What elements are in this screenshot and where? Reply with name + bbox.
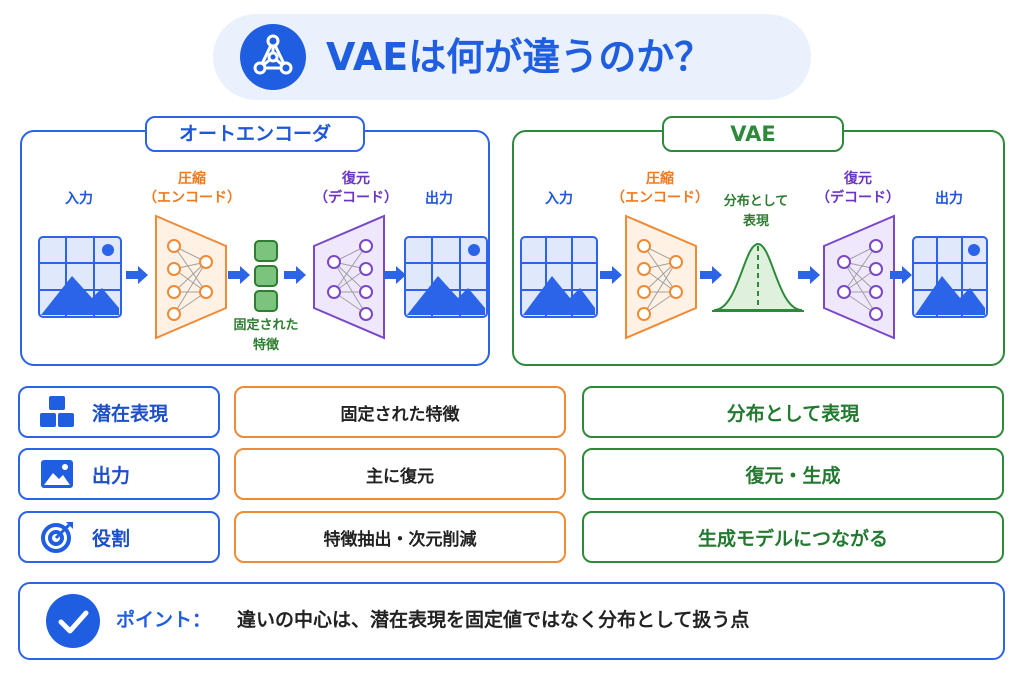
row-label-output: 出力 (18, 448, 220, 500)
arrow-right-icon (384, 266, 406, 284)
vae-role-cell: 生成モデルにつながる (582, 511, 1004, 563)
ae-encoder-network-icon (154, 214, 228, 340)
ae-input-image-icon (38, 236, 122, 318)
point-text: 違いの中心は、潜在表現を固定値ではなく分布として扱う点 (237, 609, 750, 631)
vae-encoder-network-icon (624, 214, 698, 340)
page-title: VAEは何が違うのか？ (326, 35, 713, 79)
vae-latent-label-1: 分布として (723, 194, 789, 209)
checkmark-icon (46, 594, 100, 648)
ae-role-cell: 特徴抽出・次元削減 (234, 511, 566, 563)
arrow-right-icon (284, 266, 306, 284)
vae-decoder-network-icon (822, 214, 896, 340)
ae-encoder-sub: （エンコード） (143, 190, 241, 206)
arrow-right-icon (890, 266, 912, 284)
vae-input-image-icon (520, 236, 598, 318)
vae-output-image-icon (912, 236, 988, 318)
ae-encoder-label: 圧縮 (178, 171, 206, 187)
cubes-icon (38, 395, 76, 429)
ae-decoder-sub: （デコード） (314, 190, 398, 206)
row-label-text: 出力 (92, 464, 131, 487)
vae-output-cell: 復元・生成 (582, 448, 1004, 500)
point-box (18, 582, 1005, 660)
arrow-right-icon (228, 266, 250, 284)
ae-output-label: 出力 (425, 191, 453, 207)
gaussian-distribution-icon (710, 240, 806, 316)
ae-input-label: 入力 (65, 191, 93, 207)
autoencoder-label: オートエンコーダ (145, 116, 365, 152)
ae-output-image-icon (404, 236, 488, 318)
ae-latent-cell: 固定された特徴 (234, 386, 566, 438)
network-icon (240, 24, 306, 90)
image-icon (38, 457, 76, 491)
vae-decoder-sub: （デコード） (816, 190, 900, 206)
row-label-text: 役割 (92, 527, 131, 550)
vae-encoder-sub: （エンコード） (611, 190, 709, 206)
arrow-right-icon (700, 266, 722, 284)
vae-latent-cell: 分布として表現 (582, 386, 1004, 438)
point-label: ポイント： (116, 609, 212, 631)
ae-output-cell: 主に復元 (234, 448, 566, 500)
arrow-right-icon (126, 266, 148, 284)
row-label-role: 役割 (18, 511, 220, 563)
target-icon (38, 520, 76, 554)
arrow-right-icon (798, 266, 820, 284)
vae-output-label: 出力 (935, 191, 963, 207)
vae-encoder-label: 圧縮 (646, 171, 674, 187)
row-label-latent: 潜在表現 (18, 386, 220, 438)
ae-latent-label-1: 固定された (233, 318, 299, 333)
ae-latent-label-2: 特徴 (252, 338, 279, 353)
row-label-text: 潜在表現 (92, 402, 169, 425)
vae-decoder-label: 復元 (844, 171, 872, 187)
title-banner (213, 14, 811, 100)
ae-latent-vector-icon (254, 240, 278, 312)
vae-latent-label-2: 表現 (742, 214, 769, 229)
vae-label: VAE (662, 116, 844, 152)
ae-decoder-network-icon (312, 214, 386, 340)
ae-decoder-label: 復元 (342, 171, 370, 187)
arrow-right-icon (600, 266, 622, 284)
vae-input-label: 入力 (545, 191, 573, 207)
